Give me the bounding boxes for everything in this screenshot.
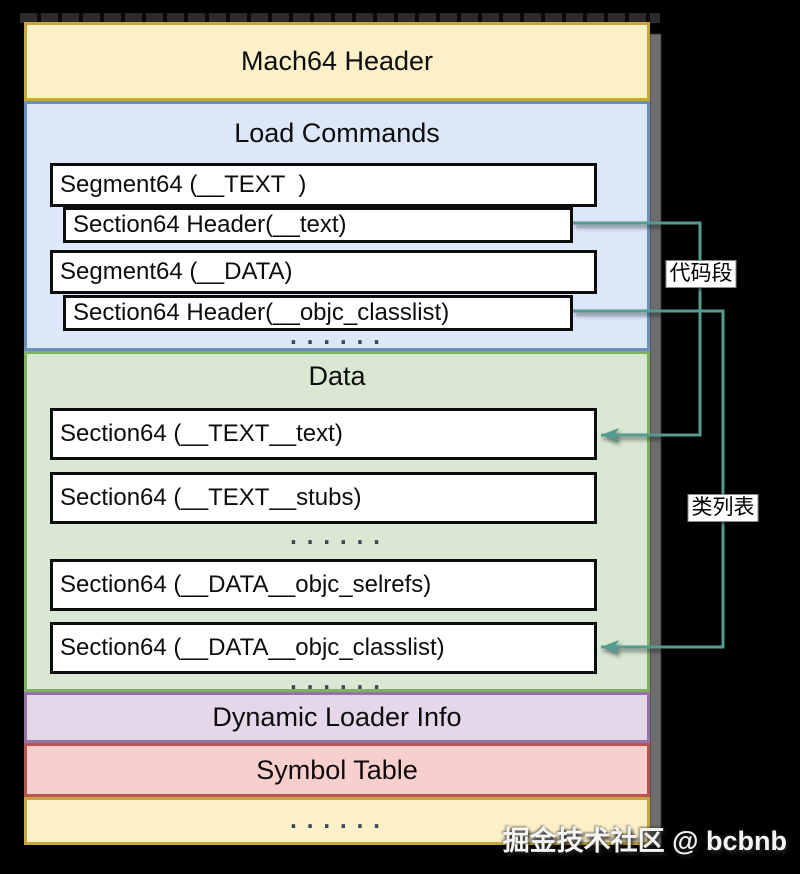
box-section64-text-stubs: Section64 (__TEXT__stubs) [50,472,597,524]
mach64-header-title: Mach64 Header [240,46,434,76]
column-drop-shadow [650,34,661,845]
box-section64-data-objc-classlist: Section64 (__DATA__objc_classlist) [50,622,597,674]
ellipsis-data-mid: ...... [287,525,387,549]
box-section64-header-text: Section64 Header(__text) [63,207,573,243]
data-title: Data [308,361,366,391]
box-section64-data-objc-selrefs: Section64 (__DATA__objc_selrefs) [50,559,597,611]
box-segment64-data: Segment64 (__DATA) [50,250,597,294]
dynamic-loader-title: Dynamic Loader Info [212,702,462,732]
ellipsis-load-commands: ...... [287,325,387,349]
box-section64-header-objc-classlist: Section64 Header(__objc_classlist) [63,295,573,331]
box-segment64-text: Segment64 (__TEXT ) [50,163,597,207]
connector-label-code-segment: 代码段 [665,260,737,288]
section-symbol-table: Symbol Table [24,743,650,797]
section-data: Data Section64 (__TEXT__text) Section64 … [24,351,650,694]
section-load-commands: Load Commands Segment64 (__TEXT ) Sectio… [24,101,650,351]
section-mach64-header: Mach64 Header [24,22,650,101]
box-section64-text-text: Section64 (__TEXT__text) [50,408,597,460]
filmstrip-texture [20,13,660,23]
watermark-text: 掘金技术社区 @ bcbnb [502,826,787,856]
load-commands-title: Load Commands [234,118,440,148]
connector-label-classlist: 类列表 [687,494,759,522]
ellipsis-footer: ...... [287,809,387,833]
section-dynamic-loader-info: Dynamic Loader Info [24,692,650,743]
ellipsis-data-end: ...... [287,670,387,694]
section-footer-ellipsis: ...... [24,797,650,845]
symbol-table-title: Symbol Table [256,754,418,785]
